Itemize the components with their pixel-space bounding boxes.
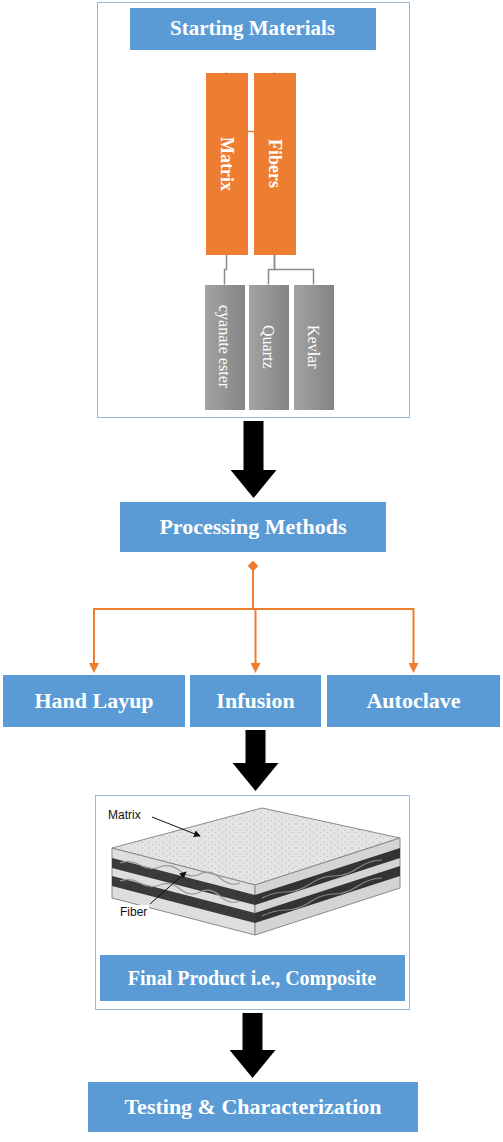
node-label: Fibers (265, 139, 285, 188)
process-box: Testing & Characterization (88, 1082, 418, 1132)
fiber-weave (120, 861, 240, 884)
materials-panel: Matrix Fibers cyanate ester Quartz Kevlar Sta… (97, 2, 410, 418)
node-label: Kevlar (305, 325, 323, 369)
block-arrow (244, 421, 264, 470)
fiber-weave (262, 860, 382, 898)
node-label: Testing & Characterization (124, 1095, 381, 1119)
part-label: Fiber (118, 905, 149, 919)
fiber-layer (112, 876, 255, 923)
slab-side (255, 838, 400, 935)
block-arrow (246, 730, 266, 763)
process-box: Hand Layup (3, 675, 185, 727)
process-box: Processing Methods (120, 502, 386, 552)
material-bar: cyanate ester (205, 285, 245, 410)
heading-box: Starting Materials (130, 8, 376, 50)
branch-arrow (94, 566, 253, 663)
bracket-line (269, 255, 275, 285)
slab-front (112, 848, 255, 935)
product-panel: Final Product i.e., Composite (95, 795, 410, 1010)
branch-arrow (253, 566, 414, 663)
bracket-line (275, 255, 314, 285)
node-label: cyanate ester (216, 305, 234, 388)
node-label: Processing Methods (159, 515, 346, 539)
material-bar: Kevlar (294, 285, 334, 410)
leader-line (152, 817, 200, 836)
leader-line (150, 872, 186, 904)
part-label: Matrix (106, 808, 143, 822)
category-bar: Matrix (206, 73, 248, 255)
node-label: Infusion (216, 689, 294, 713)
bracket-line (225, 255, 227, 285)
category-bar: Fibers (254, 73, 296, 255)
node-label: Autoclave (366, 689, 460, 713)
node-label: Quartz (260, 325, 278, 369)
fiber-weave (262, 878, 382, 916)
material-bar: Quartz (249, 285, 289, 410)
process-box: Autoclave (327, 675, 500, 727)
fiber-weave (120, 879, 240, 902)
process-box: Infusion (190, 675, 321, 727)
block-arrow (243, 1013, 263, 1050)
node-label: Hand Layup (34, 689, 153, 713)
fiber-layer (255, 866, 400, 923)
heading-box: Final Product i.e., Composite (100, 955, 405, 1001)
node-label: Matrix (217, 137, 237, 191)
